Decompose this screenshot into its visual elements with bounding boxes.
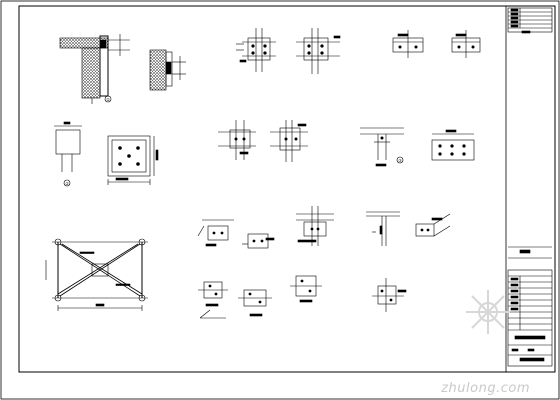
watermark-logo [466, 290, 510, 334]
detail-bolt-plate-d [372, 278, 407, 312]
detail-beam-flange-b [451, 30, 481, 58]
detail-t-joint: ③ [360, 127, 404, 167]
detail-beam-column-joint-b [270, 120, 308, 162]
detail-marker-1: ① [106, 97, 110, 102]
detail-column-cap: ② [54, 121, 82, 187]
detail-column-base [149, 49, 186, 91]
detail-bolt-plate-a [198, 281, 228, 319]
detail-angle-bracket [415, 213, 451, 237]
detail-bolt-plate-b [238, 289, 272, 317]
watermark-text: zhulong.com [441, 381, 530, 396]
detail-beam-column-joint-a [218, 120, 256, 160]
detail-stiffener-b [366, 211, 400, 246]
detail-marker-2: ② [65, 181, 69, 186]
detail-gusset-a [197, 219, 234, 247]
detail-bolt-plate-c [290, 275, 322, 303]
detail-marker-3: ③ [398, 158, 402, 163]
detail-splice-plate [431, 129, 475, 161]
detail-stiffener-a [296, 206, 334, 246]
detail-beam-flange-a [392, 30, 424, 58]
title-block [505, 6, 553, 372]
detail-gusset-b [242, 233, 275, 249]
drawing-frame-inner [18, 5, 556, 373]
detail-plate-connection-a [236, 28, 276, 72]
detail-x-bracing [45, 238, 148, 311]
detail-base-plate [107, 135, 159, 185]
detail-plate-connection-b [296, 28, 341, 74]
detail-wall-section: ① [59, 34, 130, 104]
